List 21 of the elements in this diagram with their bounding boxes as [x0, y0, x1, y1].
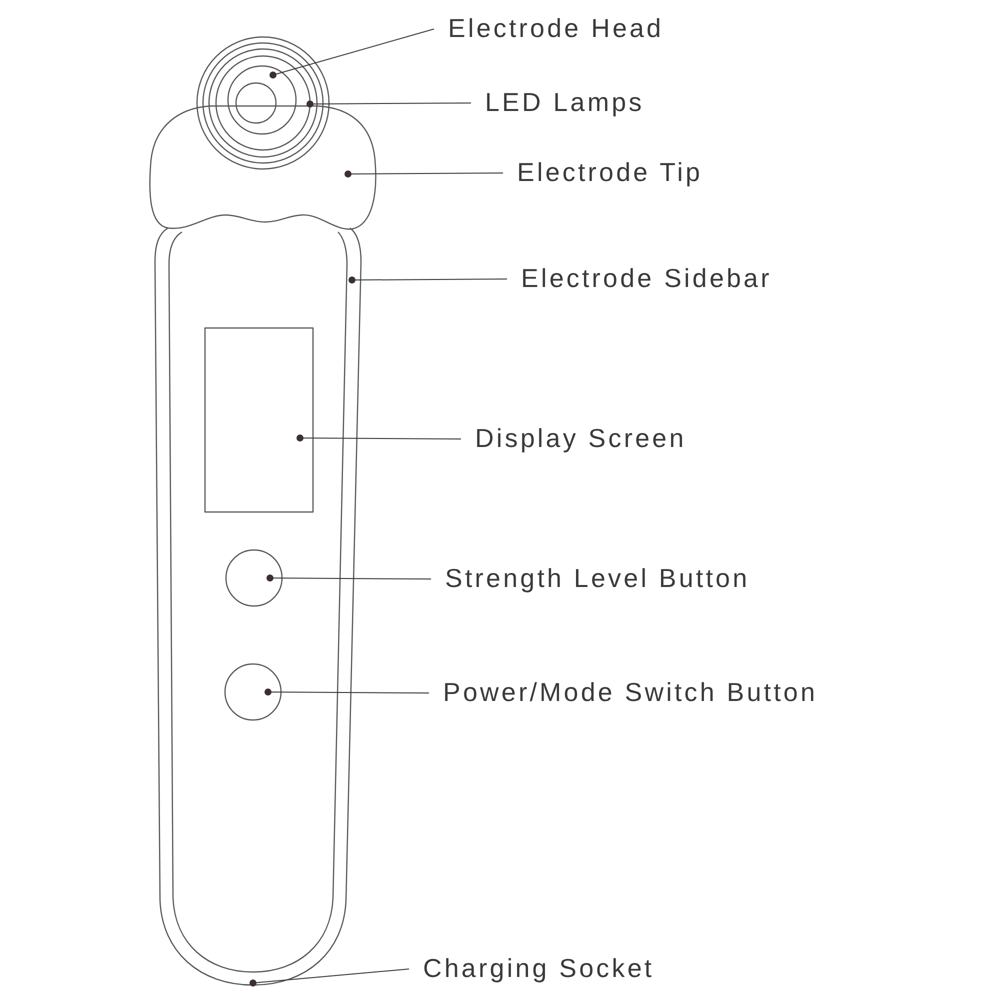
leader-line — [344, 170, 504, 178]
round-button — [224, 663, 282, 721]
leader-line — [270, 28, 434, 78]
part-label: Power/Mode Switch Button — [443, 676, 818, 708]
leader-line — [264, 688, 430, 696]
part-label: Electrode Head — [448, 12, 664, 44]
lamp-ring — [215, 55, 311, 151]
part-label: Display Screen — [475, 422, 686, 454]
leader-line — [348, 276, 508, 284]
display-screen-outline — [204, 327, 314, 513]
part-label: LED Lamps — [485, 86, 644, 118]
leader-line — [296, 434, 462, 442]
part-label: Charging Socket — [423, 952, 654, 984]
leader-line — [306, 100, 472, 108]
round-button — [225, 549, 283, 607]
electrode-ring — [227, 65, 297, 135]
part-label: Strength Level Button — [445, 562, 750, 594]
part-label: Electrode Sidebar — [521, 262, 772, 294]
leader-line — [250, 968, 410, 986]
leader-line — [266, 574, 432, 582]
part-label: Electrode Tip — [517, 156, 703, 188]
